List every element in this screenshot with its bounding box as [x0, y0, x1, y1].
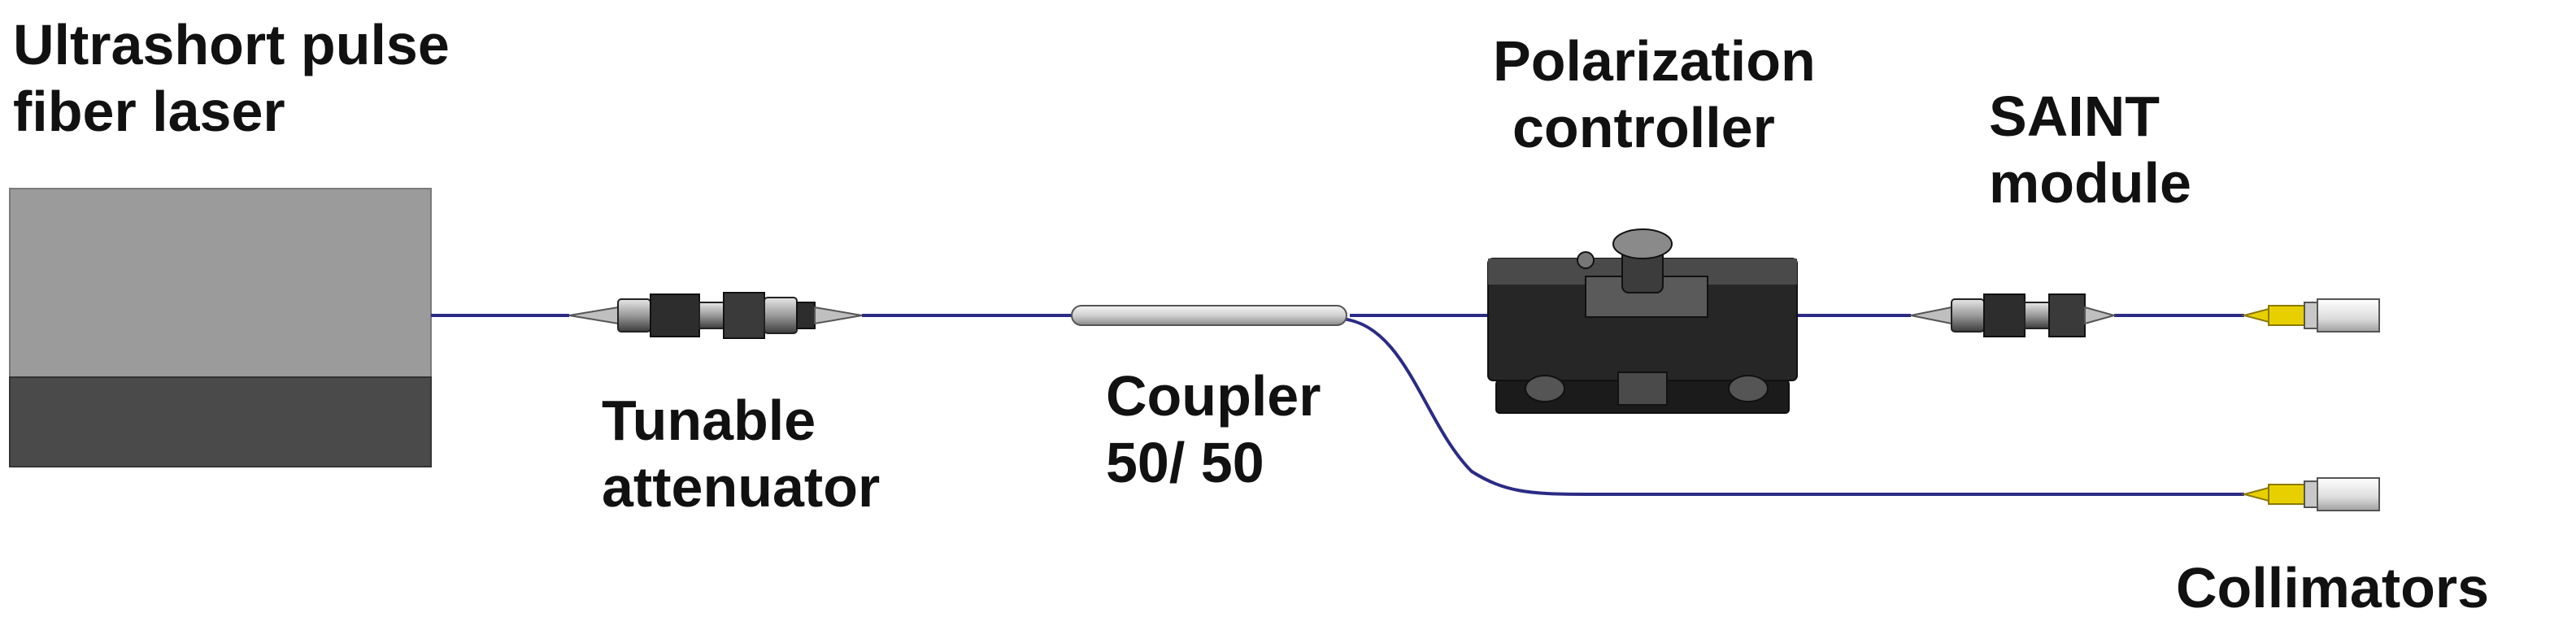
coupler-tube [1071, 305, 1347, 326]
polarization-label-line2: controller [1512, 96, 1775, 159]
fiber-lines [431, 314, 2244, 496]
collimators-label: Collimators [2176, 556, 2490, 619]
laser-label-line1: Ultrashort pulse [13, 13, 450, 76]
saint-module-connector [1910, 293, 2117, 337]
saint-label-line1: SAINT [1989, 85, 2160, 148]
polarization-label-line1: Polarization [1493, 29, 1816, 93]
collimator-bottom [2241, 477, 2380, 511]
laser-label-line2: fiber laser [13, 80, 285, 143]
laser-box [9, 188, 432, 467]
polarization-controller [1487, 228, 1798, 414]
attenuator-label-line1: Tunable [602, 389, 816, 452]
coupler-label-line1: Coupler [1106, 364, 1321, 428]
collimator-top [2241, 298, 2380, 333]
saint-label-line2: module [1989, 151, 2191, 215]
attenuator-connector [568, 292, 863, 339]
attenuator-label-line2: attenuator [602, 455, 881, 519]
coupler-label-line2: 50/ 50 [1106, 431, 1264, 494]
